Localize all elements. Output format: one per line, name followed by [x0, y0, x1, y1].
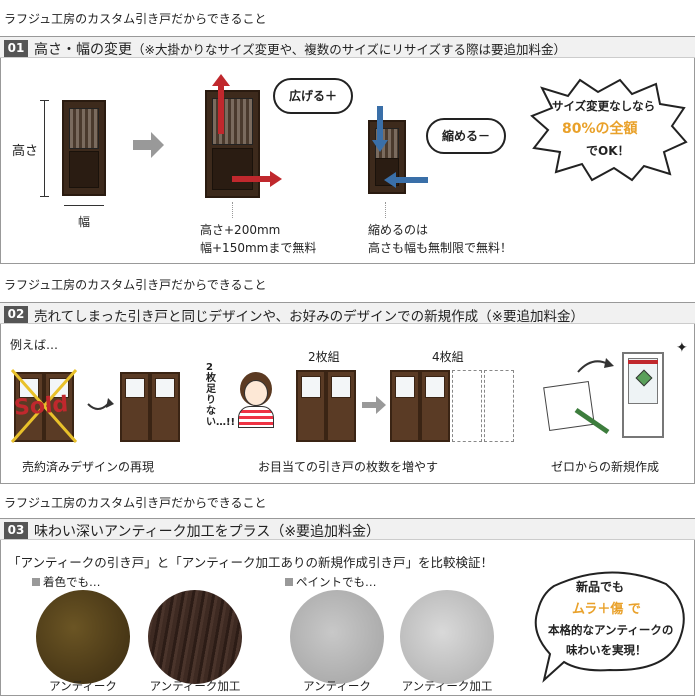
section-1-number: 01 [4, 40, 28, 57]
antique-bubble-shape [534, 571, 685, 683]
swatch-label-1: アンティーク [49, 679, 117, 693]
processed-stain-swatch [148, 590, 242, 684]
bubble-line-3: 本格的なアンティークの [548, 623, 674, 637]
height-dimension-line [44, 100, 45, 196]
processed-paint-swatch [400, 590, 494, 684]
promo-line-3: でOK！ [586, 144, 630, 158]
promo-bubble-shape [530, 78, 688, 182]
example-label: 例えば… [10, 338, 59, 352]
arrow-right-icon [133, 132, 164, 158]
section-1-kicker: ラフジュ工房のカスタム引き戸だからできること [4, 12, 267, 26]
height-tick-top [40, 100, 49, 101]
four-set-door-1 [390, 370, 420, 442]
four-set-label: 4枚組 [432, 350, 464, 364]
width-dimension-line [64, 205, 104, 206]
swatch-label-2: アンティーク加工 [149, 679, 241, 693]
two-short-text: 2枚足りない…!! [206, 362, 236, 428]
promo-line-1: サイズ変更なしなら [552, 99, 656, 113]
arrow-right-icon-2 [362, 396, 386, 414]
shrink-dotted-leader [385, 202, 386, 218]
reproduced-door-right [150, 372, 180, 442]
expand-right-arrow-icon [232, 171, 282, 187]
sold-stamp: Sold [13, 392, 70, 421]
set-door-1 [296, 370, 326, 442]
height-tick-bottom [40, 196, 49, 197]
antique-stain-swatch [36, 590, 130, 684]
section-3-kicker: ラフジュ工房のカスタム引き戸だからできること [4, 496, 267, 510]
four-set-door-4-placeholder [484, 370, 514, 442]
compare-text: 「アンティークの引き戸」と「アンティーク加工ありの新規作成引き戸」を比較検証！ [8, 555, 494, 570]
swatch-label-3: アンティーク [303, 679, 371, 693]
four-set-door-3-placeholder [452, 370, 482, 442]
section-3-number: 03 [4, 522, 28, 539]
bubble-line-2: ムラ＋傷 で [572, 602, 641, 617]
sparkle-icon: ✦ [676, 340, 688, 356]
four-set-door-2 [420, 370, 450, 442]
swatch-label-4: アンティーク加工 [401, 679, 493, 693]
caption-increase: お目当ての引き戸の枚数を増やす [258, 460, 439, 474]
shrink-bubble: 縮める－ [426, 118, 506, 154]
section-2-kicker: ラフジュ工房のカスタム引き戸だからできること [4, 278, 267, 292]
new-design-door [622, 352, 664, 438]
sold-door-right [44, 372, 74, 442]
shrink-left-arrow-icon [384, 172, 428, 188]
section-1-heading: 高さ・幅の変更（※大掛かりなサイズ変更や、複数のサイズにリサイズする際は要追加料… [34, 42, 566, 58]
expand-bubble: 広げる＋ [273, 78, 353, 114]
section-2-number: 02 [4, 306, 28, 323]
shrink-down-arrow-icon [372, 106, 388, 152]
section-3-header: 03 味わい深いアンティーク加工をプラス（※要追加料金） [0, 518, 695, 540]
section-2-heading: 売れてしまった引き戸と同じデザインや、お好みのデザインでの新規作成（※要追加料金… [34, 309, 584, 325]
antique-paint-swatch [290, 590, 384, 684]
shrink-caption-1: 縮めるのは [368, 223, 429, 237]
woman-illustration [234, 372, 278, 428]
stain-label: 着色でも… [32, 574, 101, 590]
two-set-label: 2枚組 [308, 350, 340, 364]
reproduced-door-left [120, 372, 150, 442]
sold-cross-icon [10, 369, 78, 443]
bubble-line-4: 味わいを実現！ [566, 643, 647, 657]
caption-new: ゼロからの新規作成 [551, 460, 660, 474]
width-label: 幅 [78, 215, 91, 229]
height-label: 高さ [12, 144, 39, 159]
promo-line-2: 80%の全額 [562, 121, 638, 137]
section-3-heading: 味わい深いアンティーク加工をプラス（※要追加料金） [34, 524, 381, 540]
paint-label: ペイントでも… [285, 574, 377, 590]
curved-arrow-icon [87, 398, 114, 410]
original-door [62, 100, 106, 196]
expand-caption-2: 幅+150mmまで無料 [200, 241, 317, 255]
section-2-header: 02 売れてしまった引き戸と同じデザインや、お好みのデザインでの新規作成（※要追… [0, 302, 695, 325]
set-door-2 [326, 370, 356, 442]
expand-caption-1: 高さ+200mm [200, 223, 281, 237]
shrink-caption-2: 高さも幅も無制限で無料！ [368, 241, 513, 255]
curved-arrow-icon-2 [577, 358, 614, 373]
pencil-icon [574, 407, 610, 435]
section-1-header: 01 高さ・幅の変更（※大掛かりなサイズ変更や、複数のサイズにリサイズする際は要… [0, 36, 695, 58]
caption-reproduce: 売約済みデザインの再現 [22, 460, 155, 474]
bubble-line-1: 新品でも [576, 580, 625, 594]
expand-up-arrow-icon [212, 74, 230, 134]
expand-dotted-leader [232, 202, 233, 218]
